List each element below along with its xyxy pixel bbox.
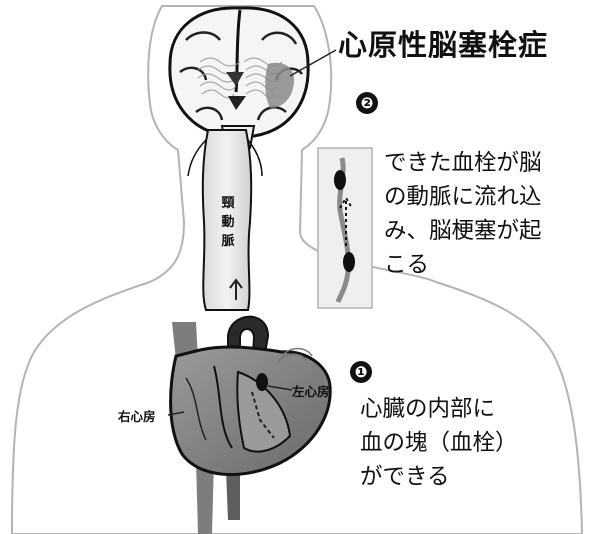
body-silhouette <box>10 5 584 534</box>
clot-lower <box>343 252 355 272</box>
step-2-badge: ❷ <box>356 92 378 114</box>
flow-arrow <box>229 278 243 300</box>
carotid-artery-label: 頸動脈 <box>221 196 235 249</box>
left-atrium-pointer <box>267 385 293 391</box>
right-atrium-pointer <box>167 411 185 416</box>
infarct-area <box>265 62 294 108</box>
heart <box>169 345 332 476</box>
step-1-description: 心臓の内部に 血の塊（血栓） ができる <box>360 396 518 490</box>
clot-inset <box>317 147 373 309</box>
step-2-description: できた血栓が脳 の動脈に流れ込 み、脳梗塞が起 こる <box>384 150 542 278</box>
diagram-title: 心原性脳塞栓症 <box>338 28 549 62</box>
clot-upper <box>334 170 346 190</box>
right-atrium-label: 右心房 <box>118 409 156 424</box>
left-atrium-label: 左心房 <box>292 384 330 399</box>
title-pointer <box>289 49 337 77</box>
clot-in-heart <box>256 373 268 391</box>
carotid-artery <box>201 129 253 311</box>
step-1-badge: ❶ <box>350 361 372 383</box>
